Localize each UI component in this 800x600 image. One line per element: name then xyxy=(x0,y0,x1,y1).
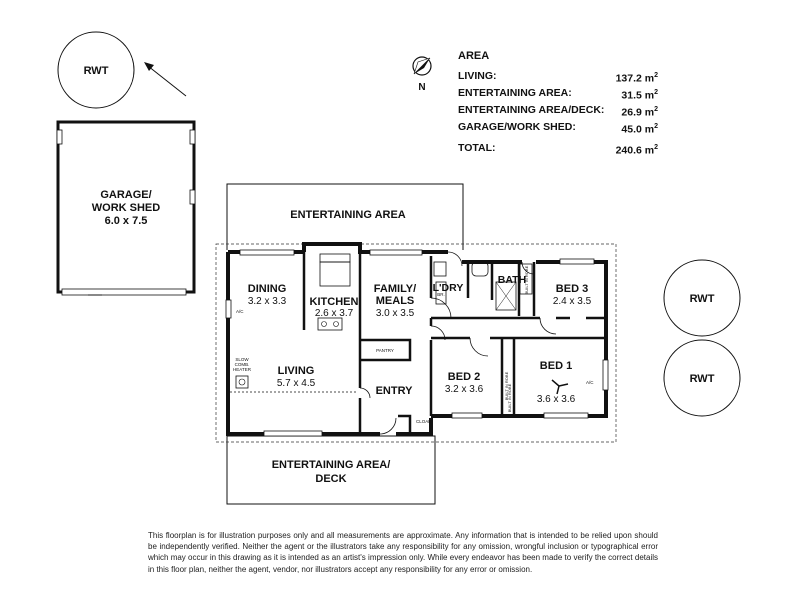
entertaining-area-label: ENTERTAINING AREA xyxy=(290,209,406,221)
cloak-label: CLOAK xyxy=(416,419,431,424)
garage-window xyxy=(189,129,196,145)
windows xyxy=(225,249,609,437)
room-laundry-name: L'DRY xyxy=(433,282,464,294)
area-row-value: 31.5 m2 xyxy=(621,89,658,102)
area-table: AREA LIVING: 137.2 m2 ENTERTAINING AREA:… xyxy=(458,50,658,158)
area-row-label: ENTERTAINING AREA/DECK: xyxy=(458,104,605,117)
toilet-icon xyxy=(471,261,489,277)
disclaimer-text: This floorplan is for illustration purpo… xyxy=(148,531,658,574)
entertaining-area-outline xyxy=(226,183,464,250)
garage-window xyxy=(56,129,63,145)
deck-label-line2: DECK xyxy=(315,473,346,485)
rwt-label: RWT xyxy=(690,373,715,385)
kitchen-bench xyxy=(319,253,351,263)
interior-walls xyxy=(302,252,606,434)
room-bed1-dims: 3.6 x 3.6 xyxy=(537,394,576,405)
room-kitchen-name: KITCHEN xyxy=(310,296,359,308)
bed3-robe-label: BUILT IN ROBE xyxy=(524,265,529,294)
compass-icon xyxy=(412,56,432,76)
room-bed2-dims: 3.2 x 3.6 xyxy=(445,384,484,395)
heater-icon xyxy=(235,375,249,389)
room-bed1-name: BED 1 xyxy=(540,360,572,372)
rwt-tank-top-left xyxy=(57,31,135,109)
rwt-tank-right-lower xyxy=(663,339,741,417)
deck-label-line1: ENTERTAINING AREA/ xyxy=(272,459,391,471)
area-row: LIVING: 137.2 m2 xyxy=(458,69,658,86)
area-row-label: LIVING: xyxy=(458,70,497,82)
area-total-row: TOTAL: 240.6 m2 xyxy=(458,141,658,158)
rwt-label: RWT xyxy=(84,65,109,77)
doors xyxy=(359,251,557,435)
ceiling-fan-icon xyxy=(551,379,569,395)
room-family-name-line1: FAMILY/ xyxy=(374,283,416,295)
kitchen-cooktop xyxy=(319,261,351,287)
garage-window xyxy=(189,189,196,205)
ac-label: A/C xyxy=(236,309,244,314)
linen-label: BR. xyxy=(437,292,445,297)
garage-name-line1: GARAGE/ xyxy=(100,189,151,201)
room-bath-name: BATH xyxy=(498,274,526,286)
rwt-tank-right-upper xyxy=(663,259,741,337)
room-living-dims: 5.7 x 4.5 xyxy=(277,378,316,389)
eaves-outline xyxy=(215,243,617,443)
garage-name-line2: WORK SHED xyxy=(92,202,161,214)
room-living-name: LIVING xyxy=(278,365,315,377)
compass-north-label: N xyxy=(418,82,425,93)
area-row-label: ENTERTAINING AREA: xyxy=(458,87,572,100)
rwt-label: RWT xyxy=(690,293,715,305)
area-total-label: TOTAL: xyxy=(458,142,496,155)
bed1-robe-label: BUILT IN ROBE xyxy=(507,383,512,412)
bed2-robe-label: BUILT IN ROBE xyxy=(504,371,509,400)
north-arrow-line xyxy=(147,65,187,97)
kitchen-sink-icon xyxy=(317,317,343,331)
room-dining-name: DINING xyxy=(248,283,287,295)
area-row: GARAGE/WORK SHED: 45.0 m2 xyxy=(458,120,658,137)
room-entry-name: ENTRY xyxy=(376,385,414,397)
area-heading: AREA xyxy=(458,50,490,62)
ac-label: A/C xyxy=(586,380,594,385)
room-bed2-name: BED 2 xyxy=(448,371,480,383)
laundry-tub-icon xyxy=(433,261,447,277)
area-row-label: GARAGE/WORK SHED: xyxy=(458,121,576,134)
area-row-value: 26.9 m2 xyxy=(621,106,658,119)
heater-label-line3: HEATER xyxy=(233,367,252,372)
pantry-label: PANTRY xyxy=(376,348,394,353)
heater-label-line1: SLOW xyxy=(235,357,249,362)
room-kitchen-dims: 2.6 x 3.7 xyxy=(315,308,354,319)
room-family-dims: 3.0 x 3.5 xyxy=(376,308,415,319)
area-row-value: 45.0 m2 xyxy=(621,123,658,136)
arrow-head-icon xyxy=(144,62,154,71)
shower-icon xyxy=(495,281,517,311)
room-dining-dims: 3.2 x 3.3 xyxy=(248,296,287,307)
heater-label-line2: COMB. xyxy=(235,362,250,367)
garage-dims: 6.0 x 7.5 xyxy=(105,215,148,227)
area-row: ENTERTAINING AREA: 31.5 m2 xyxy=(458,86,658,103)
garage-door xyxy=(61,288,187,296)
area-row-value: 137.2 m2 xyxy=(615,72,658,85)
room-bed3-name: BED 3 xyxy=(556,283,588,295)
room-family-name-line2: MEALS xyxy=(376,295,415,307)
area-row: ENTERTAINING AREA/DECK: 26.9 m2 xyxy=(458,103,658,120)
bed3-robe xyxy=(519,263,533,295)
room-bed3-dims: 2.4 x 3.5 xyxy=(553,296,592,307)
area-total-value: 240.6 m2 xyxy=(615,144,658,157)
linen-cupboard xyxy=(435,281,447,305)
